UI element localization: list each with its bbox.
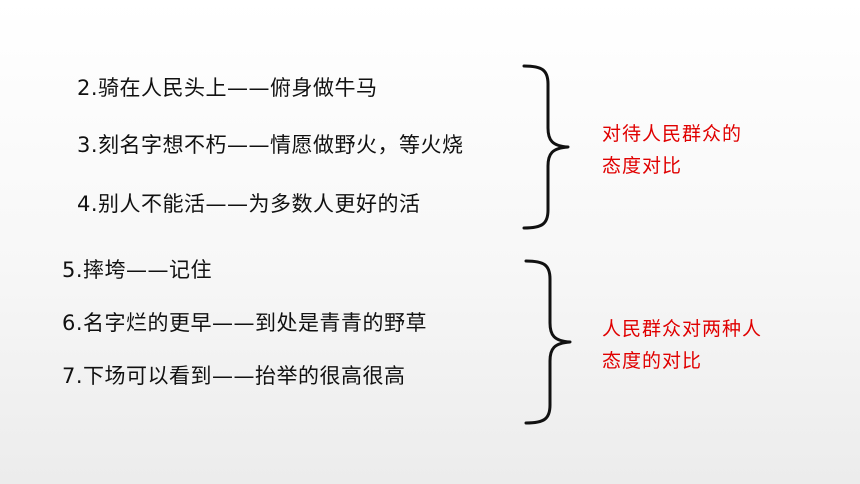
summary-1: 对待人民群众的 态度对比 bbox=[602, 118, 742, 182]
right-brace-1 bbox=[522, 64, 570, 230]
summary-2-line-1: 人民群众对两种人 bbox=[602, 318, 763, 340]
comparison-line-7: 7.下场可以看到——抬举的很高很高 bbox=[62, 364, 406, 388]
summary-2-line-2: 态度的对比 bbox=[602, 350, 703, 372]
comparison-line-5: 5.摔垮——记住 bbox=[62, 258, 213, 282]
comparison-line-2: 2.骑在人民头上——俯身做牛马 bbox=[77, 76, 378, 100]
comparison-line-4: 4.别人不能活——为多数人更好的活 bbox=[77, 192, 421, 216]
comparison-line-6: 6.名字烂的更早——到处是青青的野草 bbox=[62, 311, 428, 335]
comparison-line-3: 3.刻名字想不朽——情愿做野火，等火烧 bbox=[77, 133, 464, 157]
right-brace-2 bbox=[524, 259, 572, 425]
summary-1-line-1: 对待人民群众的 bbox=[602, 123, 743, 145]
summary-2: 人民群众对两种人 态度的对比 bbox=[602, 313, 762, 377]
summary-1-line-2: 态度对比 bbox=[602, 155, 683, 177]
